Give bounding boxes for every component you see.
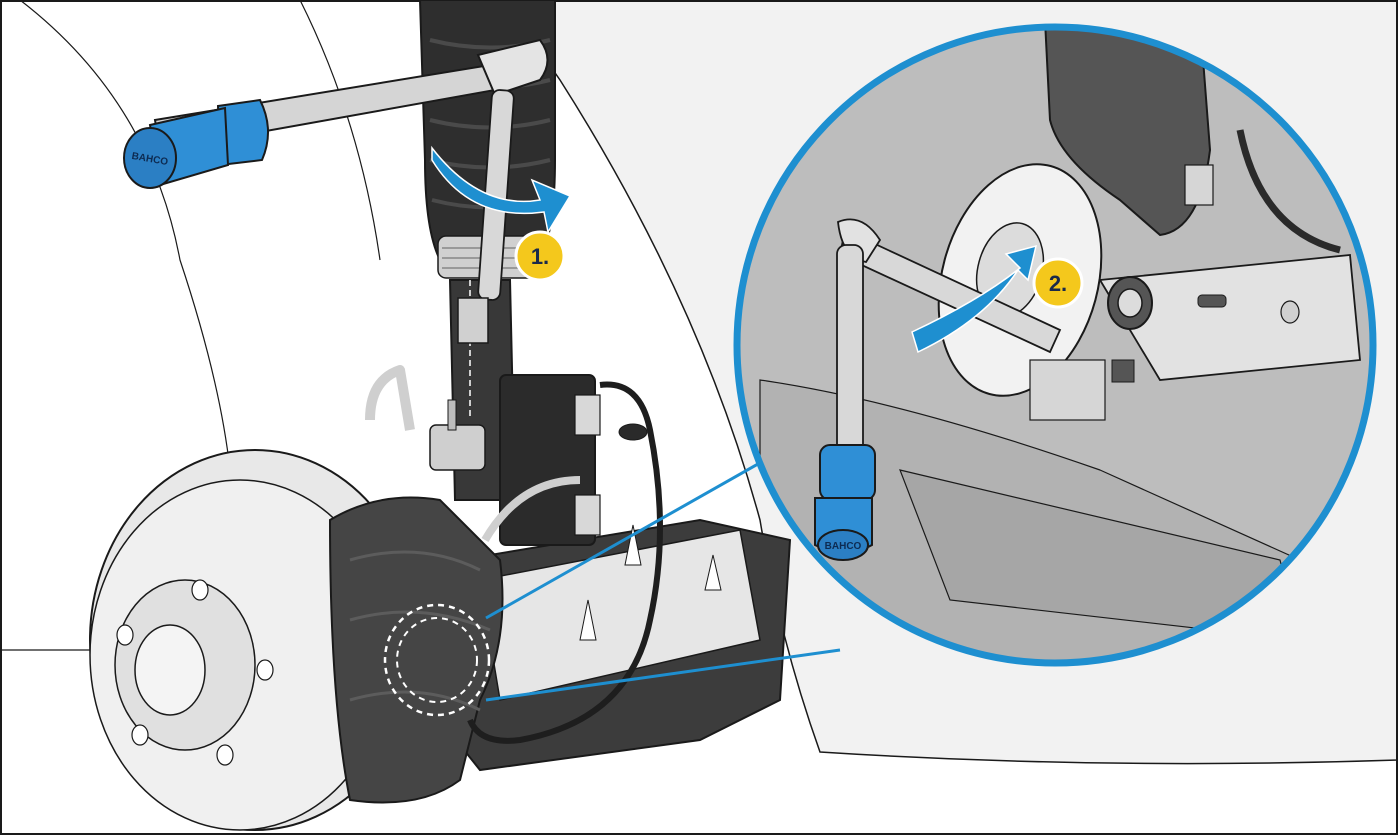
cable-grommet [618,423,648,441]
brake-caliper [328,496,504,804]
callout-connector [485,458,841,702]
valve-block [365,365,601,546]
highlight-circle [383,603,491,717]
step-1-label: 1. [531,244,549,269]
sensor-cable [467,381,663,744]
torque-wrench-1: BAHCO [123,38,549,344]
step-1-badge: 1. [514,230,566,282]
wrench-brand-label-2: BAHCO [825,541,862,552]
brake-disc [89,449,421,831]
lower-control-arm [438,518,792,772]
step-2-label: 2. [1049,271,1067,296]
detail-callout: BAHCO 2. [733,23,1377,667]
rotation-arrow-2-icon [911,244,1038,354]
rotation-arrow-1-icon [431,145,572,235]
step-2-badge: 2. [1032,257,1084,309]
